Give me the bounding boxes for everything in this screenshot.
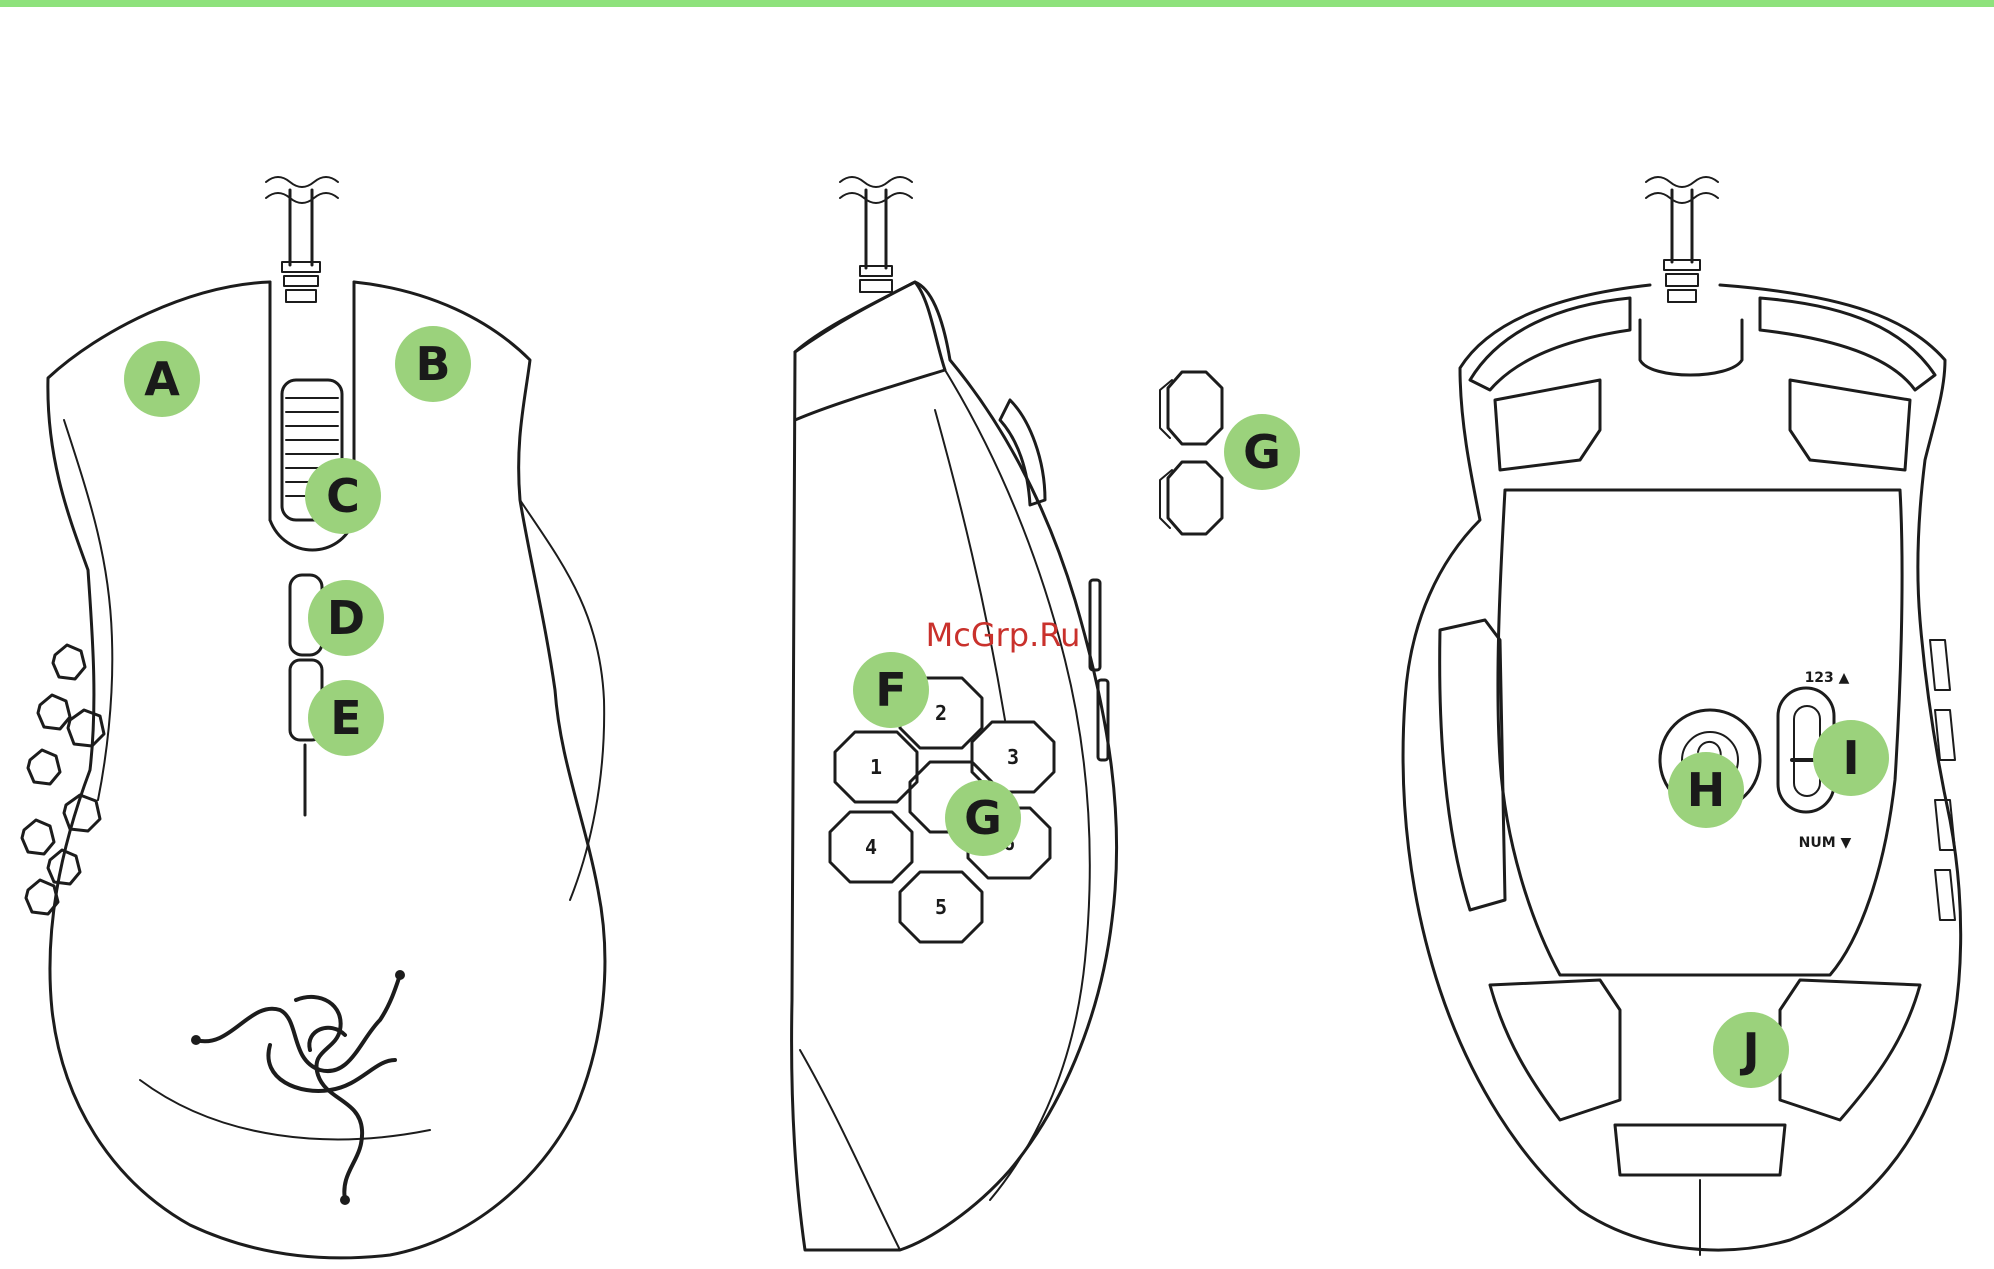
bottom-feet-top-left xyxy=(1495,380,1600,470)
side-key-grid: 2 1 3 4 6 5 xyxy=(830,678,1054,942)
cable-squiggle xyxy=(840,193,912,203)
bottom-feet-top-right xyxy=(1790,380,1910,470)
body-contour-left xyxy=(64,420,112,800)
switch-label-top: 123 ▲ xyxy=(1805,670,1850,686)
side-button-upper xyxy=(1090,580,1100,670)
badge-f-label: F xyxy=(875,663,906,717)
cable-squiggle xyxy=(1646,177,1718,187)
bottom-view: 123 ▲ NUM ▼ xyxy=(1403,177,1961,1255)
side-base-line xyxy=(800,1050,900,1250)
bottom-left-panel xyxy=(1440,620,1505,910)
cable-squiggle xyxy=(1646,193,1718,203)
badge-i-label: I xyxy=(1842,731,1859,785)
bottom-feet-rear xyxy=(1615,1125,1785,1175)
badge-c: C xyxy=(305,458,381,534)
bottom-top-right-wing xyxy=(1760,298,1935,390)
switch-label-bottom: NUM ▼ xyxy=(1799,835,1852,851)
side-contour-inner xyxy=(935,410,1005,720)
bottom-feet-lower-left xyxy=(1490,980,1620,1120)
badge-g-side: G xyxy=(945,780,1021,856)
badge-h-label: H xyxy=(1687,763,1726,817)
side-key-1-label: 1 xyxy=(870,755,882,779)
badge-b-label: B xyxy=(415,337,450,391)
side-key-3-label: 3 xyxy=(1007,745,1019,769)
side-key-5-label: 5 xyxy=(935,895,947,919)
side-top-shell xyxy=(795,282,945,420)
spare-cap-front xyxy=(1168,372,1222,444)
mouse-body-side xyxy=(792,282,1117,1250)
watermark: McGrp.Ru xyxy=(926,616,1081,654)
badge-j: J xyxy=(1713,1012,1789,1088)
bottom-top-left-wing xyxy=(1470,298,1630,390)
bottom-feet-lower-right xyxy=(1780,980,1920,1120)
spare-key-caps xyxy=(1160,372,1222,534)
cable-socket xyxy=(1640,320,1742,375)
badge-g-caps: G xyxy=(1224,414,1300,490)
badge-a-label: A xyxy=(144,352,180,406)
body-contour-bottom xyxy=(140,1080,430,1139)
badge-e: E xyxy=(308,680,384,756)
badge-h: H xyxy=(1668,752,1744,828)
cable-squiggle xyxy=(840,177,912,187)
badge-g-caps-label: G xyxy=(1243,425,1281,479)
side-view: 2 1 3 4 6 5 xyxy=(792,177,1117,1250)
mouse-body-top xyxy=(48,282,605,1258)
cable-squiggle xyxy=(266,177,338,187)
badge-b: B xyxy=(395,326,471,402)
spare-cap-front xyxy=(1168,462,1222,534)
badge-g-side-label: G xyxy=(964,791,1002,845)
badge-d-label: D xyxy=(327,591,365,645)
badge-j-label: J xyxy=(1739,1023,1759,1077)
cable-strain-relief xyxy=(1664,260,1700,302)
badge-i: I xyxy=(1813,720,1889,796)
badge-f: F xyxy=(853,652,929,728)
badge-c-label: C xyxy=(326,469,360,523)
cable-strain-relief xyxy=(860,266,892,292)
razer-logo xyxy=(191,970,405,1205)
side-key-4-label: 4 xyxy=(865,835,877,859)
badge-a: A xyxy=(124,341,200,417)
badge-e-label: E xyxy=(330,691,361,745)
side-keys-top-view xyxy=(22,645,104,914)
cable-squiggle xyxy=(266,193,338,203)
badge-d: D xyxy=(308,580,384,656)
side-key-2-label: 2 xyxy=(935,701,947,725)
cable-strain-relief xyxy=(282,262,320,302)
